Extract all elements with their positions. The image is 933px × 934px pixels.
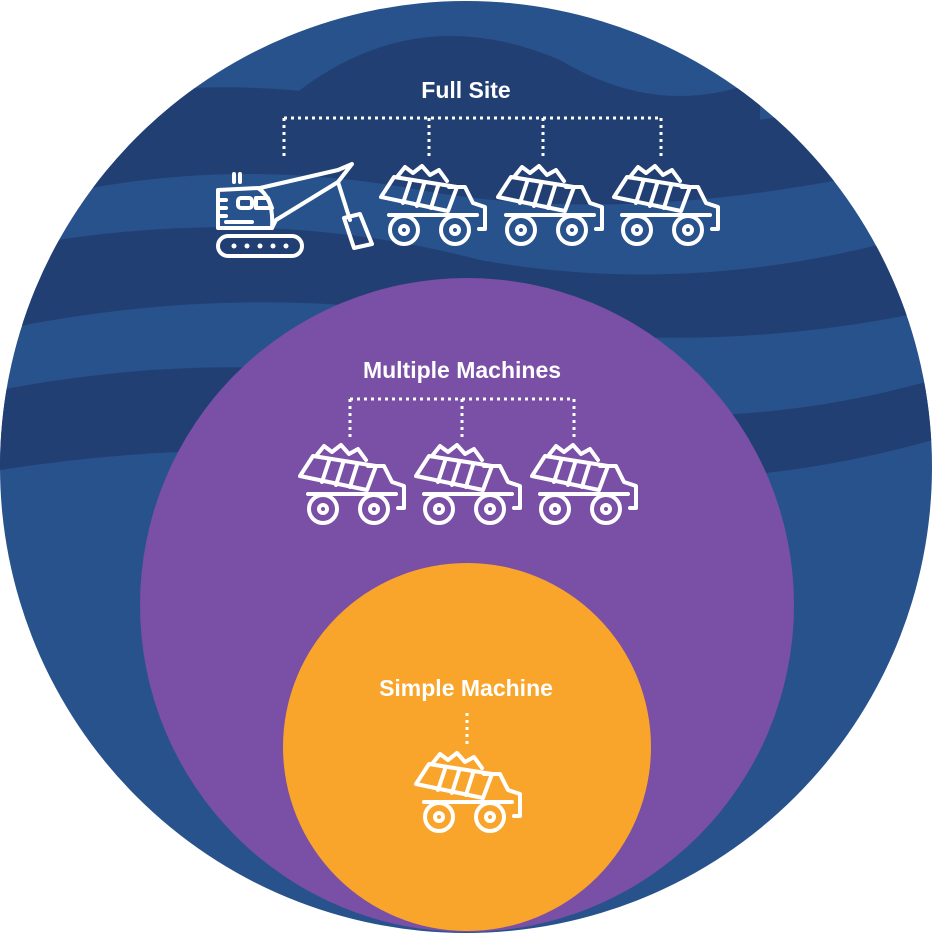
simple-machine-circle: Simple Machine bbox=[283, 563, 651, 931]
full-site-label: Full Site bbox=[421, 77, 510, 103]
multiple-machines-label: Multiple Machines bbox=[363, 357, 561, 383]
simple-machine-label: Simple Machine bbox=[379, 675, 553, 701]
multiple-machines-connector bbox=[348, 397, 576, 438]
